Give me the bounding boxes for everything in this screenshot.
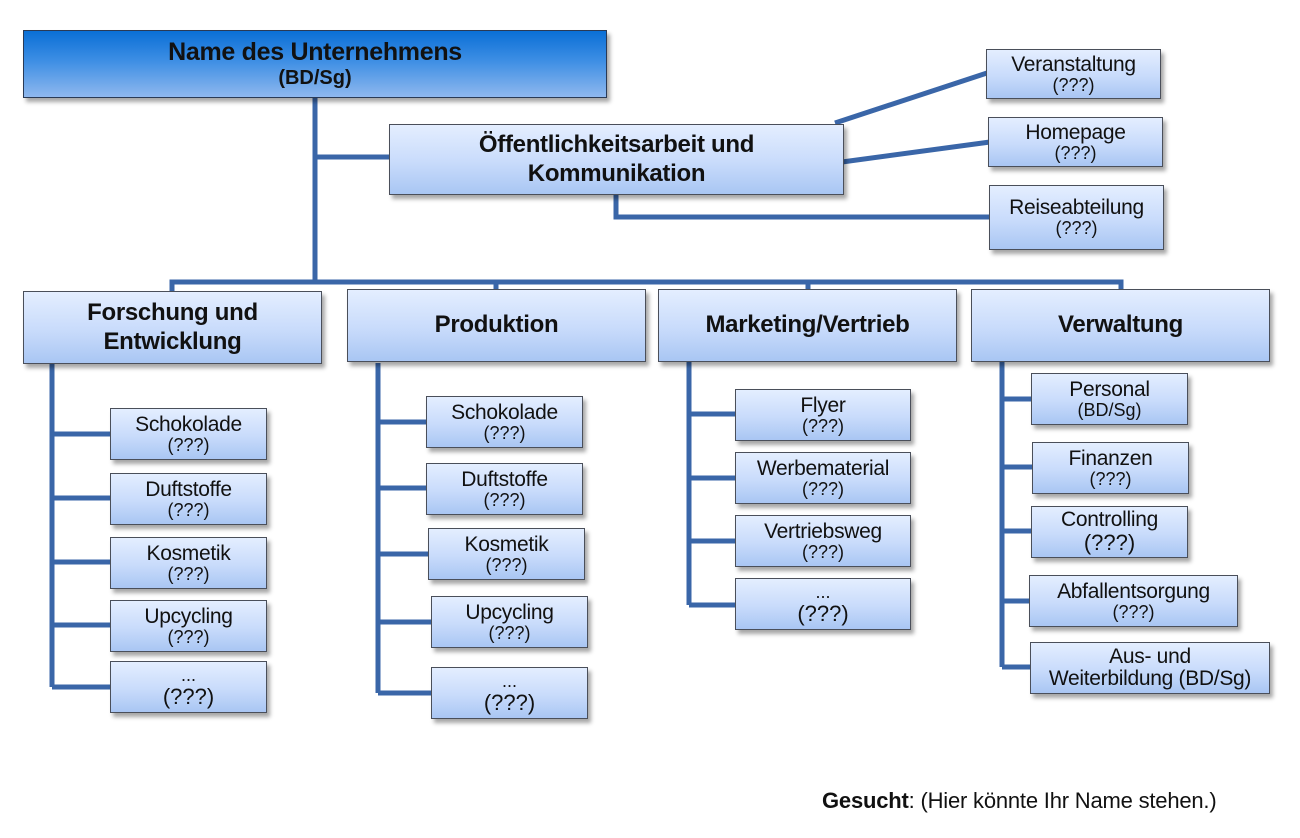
department-title: Produktion [434,311,559,339]
child-title: Duftstoffe [461,467,548,491]
child-title: Upcycling [465,600,554,624]
footer-text: : (Hier könnte Ihr Name stehen.) [908,788,1217,813]
fe-child-duftstoffe[interactable]: Duftstoffe (???) [110,473,267,525]
fe-child-kosmetik[interactable]: Kosmetik (???) [110,537,267,589]
vw-child-finanzen[interactable]: Finanzen (???) [1032,442,1189,494]
child-subtitle: (BD/Sg) [1077,399,1142,420]
department-title: Marketing/Vertrieb [705,311,910,339]
root-title: Name des Unternehmens [168,38,462,67]
child-subtitle: (???) [167,434,210,455]
child-title: Kosmetik [464,532,549,556]
child-title: Upcycling [144,604,233,628]
vw-child-personal[interactable]: Personal (BD/Sg) [1031,373,1188,425]
child-title: Aus- und [1109,644,1191,668]
child-subtitle: (???) [801,541,845,562]
child-subtitle: (???) [483,689,536,715]
child-title: Abfallentsorgung [1057,579,1210,603]
prod-child-kosmetik[interactable]: Kosmetik (???) [428,528,585,580]
department-produktion[interactable]: Produktion [347,289,646,362]
footer-label: Gesucht [822,788,909,813]
prod-child-more[interactable]: ... (???) [431,667,588,719]
connector-bus [169,279,1124,292]
prod-child-schokolade[interactable]: Schokolade (???) [426,396,583,448]
child-title: Duftstoffe [145,477,232,501]
child-subtitle: (???) [1089,468,1132,489]
communication-child-veranstaltung[interactable]: Veranstaltung (???) [986,49,1161,99]
connector-comm-veranstaltung [834,70,988,126]
prod-child-upcycling[interactable]: Upcycling (???) [431,596,588,648]
child-subtitle: (???) [167,563,210,584]
child-title: Homepage [1025,120,1126,144]
connector-comm-homepage [841,139,991,165]
child-title: Vertriebsweg [764,519,882,543]
root-subtitle: (BD/Sg) [278,66,352,89]
child-title: Flyer [800,393,846,417]
communication-box[interactable]: Öffentlichkeitsarbeit und Kommunikation [389,124,844,195]
root-box[interactable]: Name des Unternehmens (BD/Sg) [23,30,607,98]
child-title: Veranstaltung [1011,52,1136,76]
child-title: Schokolade [135,412,242,436]
child-subtitle: (???) [1052,74,1095,95]
child-title: Werbematerial [756,456,890,480]
child-title: Kosmetik [146,541,231,565]
child-subtitle: (???) [1083,530,1136,556]
child-title: Personal [1069,377,1150,401]
mkt-child-werbematerial[interactable]: Werbematerial (???) [735,452,911,504]
child-subtitle: (???) [162,683,215,709]
communication-child-homepage[interactable]: Homepage (???) [988,117,1163,167]
prod-child-duftstoffe[interactable]: Duftstoffe (???) [426,463,583,515]
child-title: Finanzen [1068,446,1153,470]
child-subtitle: (???) [801,478,845,499]
child-subtitle: (???) [483,489,526,510]
child-subtitle: (???) [797,600,849,626]
department-title: Verwaltung [1057,311,1184,339]
child-subtitle: (???) [1054,142,1097,163]
child-subtitle: (???) [485,554,528,575]
department-title-line1: Forschung und [87,298,258,326]
vw-child-controlling[interactable]: Controlling (???) [1031,506,1188,558]
child-subtitle: (???) [167,499,210,520]
department-title-line2: Entwicklung [103,327,242,355]
child-subtitle: (???) [1112,601,1155,622]
department-forschung-entwicklung[interactable]: Forschung und Entwicklung [23,291,322,364]
footer-note: Gesucht: (Hier könnte Ihr Name stehen.) [822,788,1217,814]
vw-child-abfallentsorgung[interactable]: Abfallentsorgung (???) [1029,575,1238,627]
child-title: Reiseabteilung [1009,196,1144,220]
child-subtitle: (???) [483,422,526,443]
child-title: Schokolade [451,400,558,424]
child-subtitle: (???) [488,622,531,643]
mkt-child-vertriebsweg[interactable]: Vertriebsweg (???) [735,515,911,567]
child-subtitle: (???) [801,415,845,436]
vw-child-aus-weiterbildung[interactable]: Aus- und Weiterbildung (BD/Sg) [1030,642,1270,694]
mkt-child-flyer[interactable]: Flyer (???) [735,389,911,441]
fe-child-more[interactable]: ... (???) [110,661,267,713]
child-title: ... [501,671,517,691]
department-verwaltung[interactable]: Verwaltung [971,289,1270,362]
fe-child-schokolade[interactable]: Schokolade (???) [110,408,267,460]
fe-child-upcycling[interactable]: Upcycling (???) [110,600,267,652]
connector-comm-reiseabteilung [613,194,990,220]
mkt-child-more[interactable]: ... (???) [735,578,911,630]
child-title: Controlling [1060,508,1159,532]
child-subtitle: Weiterbildung (BD/Sg) [1048,667,1252,690]
department-marketing-vertrieb[interactable]: Marketing/Vertrieb [658,289,957,362]
communication-child-reiseabteilung[interactable]: Reiseabteilung (???) [989,185,1164,250]
communication-title-line1: Öffentlichkeitsarbeit und [478,130,755,158]
child-subtitle: (???) [1055,218,1098,239]
child-subtitle: (???) [167,626,210,647]
child-title: ... [180,665,196,685]
communication-title-line2: Kommunikation [527,159,706,187]
child-title: ... [815,582,831,602]
